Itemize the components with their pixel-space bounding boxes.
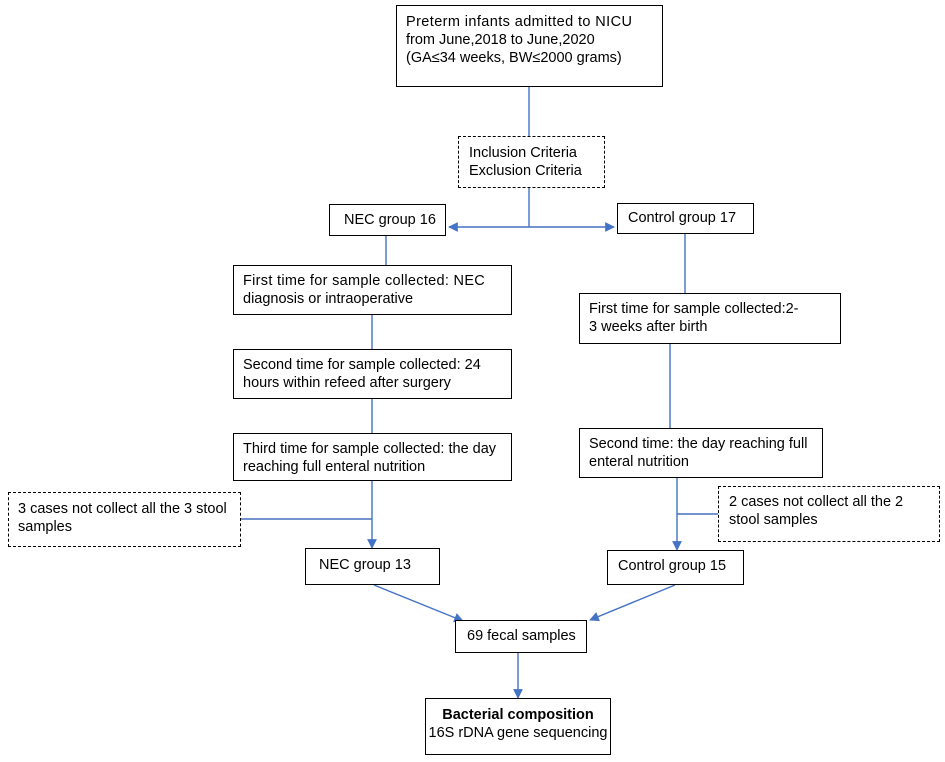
- control-second-sample-box: Second time: the day reaching full enter…: [579, 428, 823, 478]
- nec-first-sample-box: First time for sample collected: NEC dia…: [233, 265, 512, 315]
- nec-group-13-label: NEC group 13: [319, 557, 411, 573]
- bacterial-composition-title: Bacterial composition: [442, 707, 594, 723]
- nec-first-line-2: diagnosis or intraoperative: [243, 291, 414, 307]
- fecal-samples-box: 69 fecal samples: [455, 620, 587, 653]
- nec-second-line-2: hours within refeed after surgery: [243, 375, 451, 391]
- control-second-line-1: Second time: the day reaching full: [589, 436, 808, 452]
- bacterial-composition-subtitle: 16S rDNA gene sequencing: [428, 725, 608, 741]
- control-excluded-line-2: stool samples: [729, 512, 818, 528]
- control-group-17-box: Control group 17: [617, 203, 754, 234]
- preterm-line-1: Preterm infants admitted to NICU: [406, 14, 633, 30]
- nec-excluded-line-1: 3 cases not collect all the 3 stool: [18, 501, 227, 517]
- nec-excluded-line-2: samples: [18, 519, 72, 535]
- preterm-line-2: from June,2018 to June,2020: [406, 32, 595, 48]
- nec-third-line-1: Third time for sample collected: the day: [243, 441, 497, 457]
- control-group-17-label: Control group 17: [628, 210, 737, 226]
- nec-group-13-box: NEC group 13: [305, 548, 440, 585]
- criteria-box: Inclusion Criteria Exclusion Criteria: [458, 136, 605, 188]
- nec-second-sample-box: Second time for sample collected: 24 hou…: [233, 349, 512, 399]
- control-excluded-box: 2 cases not collect all the 2 stool samp…: [718, 486, 940, 542]
- nec-first-line-1: First time for sample collected: NEC: [243, 273, 486, 289]
- inclusion-criteria: Inclusion Criteria: [469, 145, 577, 161]
- nec-group-16-box: NEC group 16: [329, 204, 446, 236]
- preterm-infants-box: Preterm infants admitted to NICU from Ju…: [396, 5, 663, 87]
- arrow-control15-to-fecal: [589, 584, 676, 622]
- bacterial-composition-box: Bacterial composition 16S rDNA gene sequ…: [425, 698, 611, 755]
- control-first-sample-box: First time for sample collected:2- 3 wee…: [579, 293, 841, 344]
- nec-excluded-box: 3 cases not collect all the 3 stool samp…: [8, 492, 241, 547]
- nec-second-line-1: Second time for sample collected: 24: [243, 357, 481, 373]
- control-group-15-label: Control group 15: [618, 558, 727, 574]
- exclusion-criteria: Exclusion Criteria: [469, 163, 582, 179]
- control-excluded-line-1: 2 cases not collect all the 2: [729, 494, 904, 510]
- preterm-line-3: (GA≤34 weeks, BW≤2000 grams): [406, 50, 622, 66]
- control-second-line-2: enteral nutrition: [589, 454, 689, 470]
- control-group-15-box: Control group 15: [607, 550, 744, 585]
- fecal-samples-label: 69 fecal samples: [467, 628, 576, 644]
- nec-third-line-2: reaching full enteral nutrition: [243, 459, 426, 475]
- arrow-nec13-to-fecal: [373, 584, 464, 623]
- nec-group-16-label: NEC group 16: [344, 212, 436, 228]
- control-first-line-2: 3 weeks after birth: [589, 319, 708, 335]
- nec-third-sample-box: Third time for sample collected: the day…: [233, 433, 512, 481]
- control-first-line-1: First time for sample collected:2-: [589, 301, 799, 317]
